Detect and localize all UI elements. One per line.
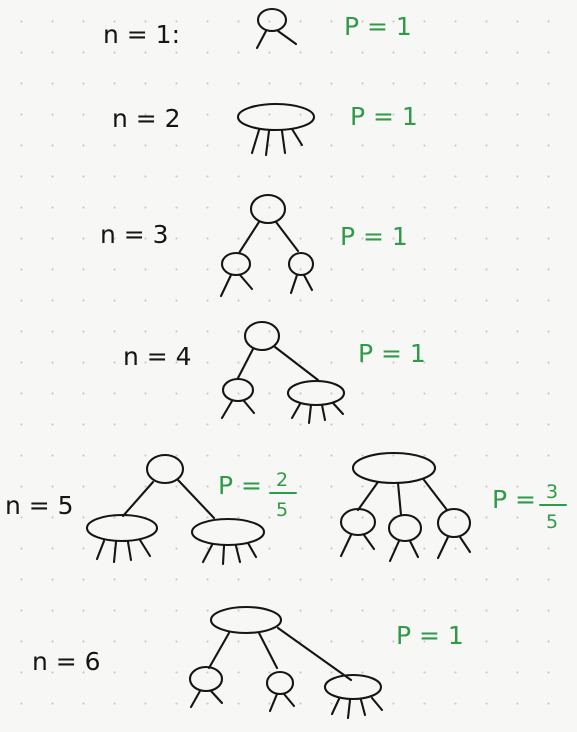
n5-option-b-tree [339,451,472,563]
root-node [249,193,287,225]
n5-label: n = 5 [5,491,74,520]
n1-tree [255,7,298,50]
n2-tree [236,102,316,157]
node-small [256,7,288,33]
right-child-wide [190,517,266,547]
n5-option-a-probability: P = 2 5 [218,469,297,521]
n4-probability: P = 1 [358,339,426,368]
root-node [145,453,185,485]
row-n2: n = 2 P = 1 [112,102,418,157]
row-n1: n = 1: P = 1 [103,7,412,50]
prob-denominator: 5 [276,499,288,521]
left-child [220,251,252,277]
root-node [243,320,281,352]
root-node-wide [351,451,437,485]
n5-option-a-tree [85,453,266,566]
middle-child [387,513,423,543]
row-n4: n = 4 P = 1 [123,320,426,425]
row-n3: n = 3 P = 1 [100,193,408,298]
middle-child [265,670,295,696]
right-child-wide [286,379,346,407]
left-child-wide [85,513,159,543]
n6-tree [188,605,384,720]
prob-denominator: 5 [546,511,558,533]
row-n5: n = 5 P = 2 5 P = 3 [5,451,567,566]
prob-numerator: 2 [276,469,288,491]
prob-numerator: 3 [546,481,558,503]
n3-probability: P = 1 [340,222,408,251]
n3-tree [219,193,315,298]
n6-probability: P = 1 [396,621,464,650]
root-node-wide [209,605,283,635]
left-child [221,377,255,403]
n4-label: n = 4 [123,342,192,371]
left-child [339,507,377,537]
right-child [436,507,472,539]
row-n6: n = 6 P = 1 [32,605,464,720]
n2-label: n = 2 [112,104,181,133]
prob-prefix: P = [218,471,262,500]
right-child [287,251,315,277]
prob-prefix: P = [492,485,536,514]
n2-probability: P = 1 [350,102,418,131]
n1-label: n = 1: [103,20,180,49]
node-wide [236,102,316,132]
n1-probability: P = 1 [344,12,412,41]
n4-tree [220,320,346,425]
left-child [188,665,224,693]
n5-option-b-probability: P = 3 5 [492,481,567,533]
n6-label: n = 6 [32,647,101,676]
n3-label: n = 3 [100,220,169,249]
right-child-wide [323,673,383,701]
